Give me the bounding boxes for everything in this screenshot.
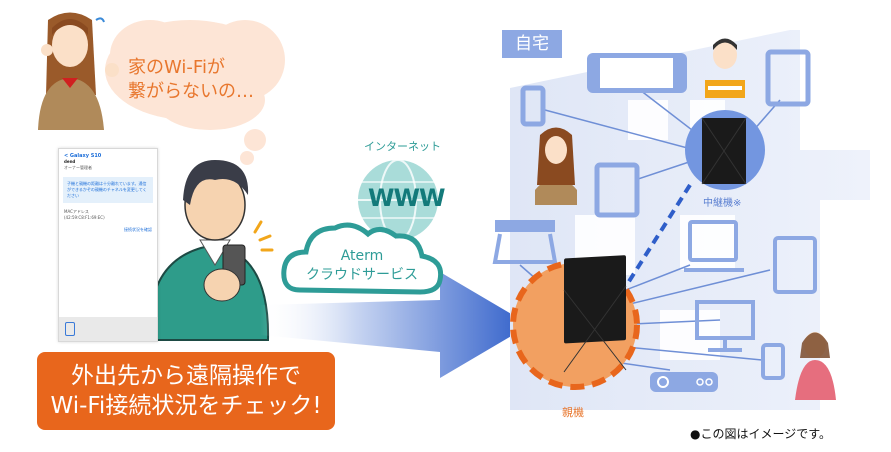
headline-banner: 外出先から遠隔操作で Wi-Fi接続状況をチェック! bbox=[37, 352, 335, 430]
aterm-cloud-icon bbox=[281, 222, 444, 295]
device-tab-icon[interactable] bbox=[65, 322, 75, 336]
app-screenshot-panel: < Galaxy S10 dend オーナー管理者 子機と親機の距離は十分離れて… bbox=[58, 148, 158, 342]
desktop-monitor-icon bbox=[695, 300, 755, 352]
thought-bubble bbox=[105, 20, 285, 165]
thought-line-1: 家のWi-Fiが bbox=[128, 57, 225, 78]
internet-label: インターネット bbox=[364, 140, 441, 153]
www-text: WWW bbox=[368, 184, 445, 212]
woman-illustration bbox=[795, 332, 836, 400]
status-link: 接続状況を確認 bbox=[124, 227, 152, 232]
mac-label: MACアドレス bbox=[64, 209, 89, 214]
boy-illustration bbox=[705, 38, 745, 98]
thought-line-2: 繋がらないの… bbox=[128, 81, 254, 102]
smartphone-icon bbox=[761, 343, 785, 380]
repeater-router-icon bbox=[685, 110, 765, 190]
mac-value: (42:59:C8:F1:69:EC) bbox=[64, 215, 105, 220]
back-link: < Galaxy S10 bbox=[64, 153, 102, 159]
main-router-icon bbox=[510, 255, 640, 390]
man-illustration bbox=[148, 160, 274, 341]
device-role: オーナー管理者 bbox=[64, 165, 92, 170]
device-name: dend bbox=[64, 159, 76, 164]
tablet-icon bbox=[765, 49, 811, 107]
laptop-icon bbox=[684, 220, 744, 272]
tab-bar bbox=[59, 317, 157, 341]
disclaimer-caption: ●この図はイメージです。 bbox=[690, 427, 832, 441]
tablet-icon bbox=[773, 236, 817, 294]
remote-access-arrow bbox=[260, 272, 530, 378]
headline-line-2: Wi-Fi接続状況をチェック! bbox=[50, 393, 322, 419]
game-console-icon bbox=[587, 53, 687, 93]
warning-note: 子機と親機の距離は十分離れています。通信ができるかぞの親機のチャネルを変更してく… bbox=[63, 177, 153, 203]
printer-icon bbox=[492, 220, 558, 264]
repeater-link bbox=[626, 183, 692, 285]
main-router-label: 親機 bbox=[562, 406, 584, 419]
repeater-label: 中継機※ bbox=[703, 198, 742, 209]
thought-bubble-text: 家のWi-Fiが 繋がらないの… bbox=[128, 56, 254, 104]
cloud-service: クラウドサービス bbox=[306, 267, 418, 283]
headline-line-1: 外出先から遠隔操作で bbox=[71, 363, 301, 389]
girl-at-home-illustration bbox=[535, 127, 577, 205]
smartphone-icon bbox=[520, 85, 546, 127]
home-tag: 自宅 bbox=[502, 30, 562, 58]
cloud-label: Aterm クラウドサービス bbox=[292, 247, 432, 285]
girl-illustration bbox=[38, 12, 119, 130]
cloud-brand: Aterm bbox=[340, 248, 384, 264]
tablet-icon bbox=[594, 162, 640, 218]
set-top-box-icon bbox=[650, 372, 718, 392]
